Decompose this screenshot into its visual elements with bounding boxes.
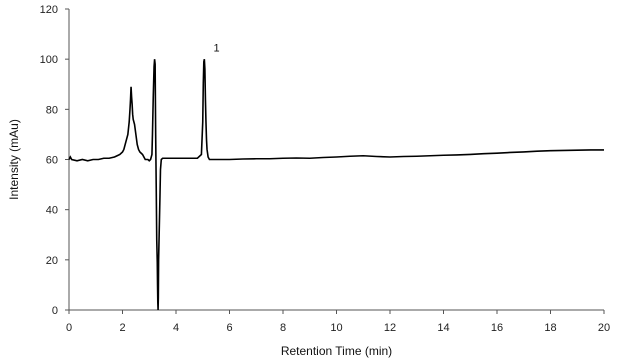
intensity-trace-line	[68, 59, 604, 311]
x-tick-label: 0	[66, 322, 72, 334]
peak-annotation: 1	[213, 43, 219, 55]
y-tick-label: 20	[46, 255, 58, 267]
x-tick-label: 10	[330, 322, 342, 334]
y-axis-ticks: 0 20 40 60 80 100 120	[40, 4, 69, 317]
y-tick-label: 40	[46, 205, 58, 217]
x-tick-label: 14	[437, 322, 449, 334]
x-tick-label: 18	[544, 322, 556, 334]
x-tick-label: 12	[384, 322, 396, 334]
y-tick-label: 100	[40, 54, 58, 66]
x-tick-label: 8	[280, 322, 286, 334]
y-tick-label: 0	[52, 305, 58, 317]
y-tick-label: 120	[40, 4, 58, 16]
y-tick-label: 80	[46, 104, 58, 116]
y-axis-title: Intensity (mAu)	[7, 119, 21, 200]
x-tick-label: 20	[598, 322, 610, 334]
x-tick-label: 6	[226, 322, 232, 334]
x-tick-label: 2	[119, 322, 125, 334]
x-tick-label: 16	[491, 322, 503, 334]
x-axis-title: Retention Time (min)	[281, 344, 392, 358]
y-tick-label: 60	[46, 155, 58, 167]
x-tick-label: 4	[173, 322, 179, 334]
x-axis-ticks: 0 2 4 6 8 10 12 14 16 18 20	[66, 310, 610, 334]
